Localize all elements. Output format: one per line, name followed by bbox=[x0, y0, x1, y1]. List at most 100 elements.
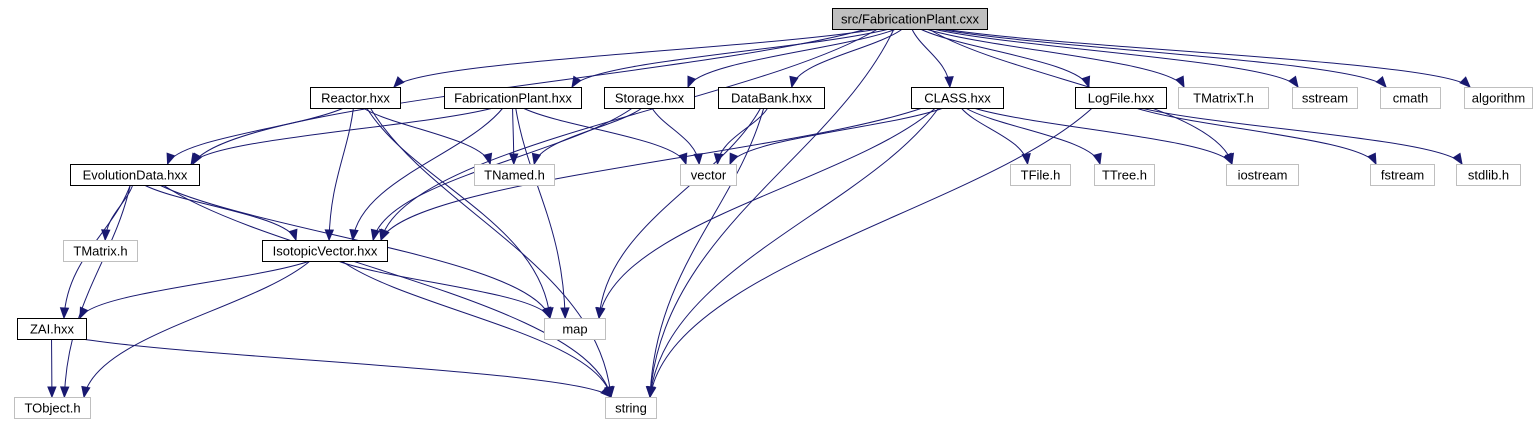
node-isovec[interactable]: IsotopicVector.hxx bbox=[262, 240, 388, 262]
node-box-isovec bbox=[262, 240, 388, 262]
arrowhead-logfile-to-string bbox=[647, 385, 657, 399]
node-box-iostream bbox=[1226, 164, 1299, 186]
edge-class-to-iostream bbox=[973, 107, 1233, 165]
node-tfile: TFile.h bbox=[1010, 164, 1071, 186]
node-label-evol: EvolutionData.hxx bbox=[83, 168, 188, 183]
edge-evol-to-isovec bbox=[143, 184, 297, 241]
node-label-fabplant: FabricationPlant.hxx bbox=[454, 91, 572, 106]
node-label-reactor: Reactor.hxx bbox=[321, 91, 390, 106]
node-box-tfile bbox=[1010, 164, 1071, 186]
edge-fabplant-to-map bbox=[515, 107, 566, 319]
node-box-evol bbox=[70, 164, 200, 186]
arrowhead-reactor-to-isovec bbox=[324, 229, 335, 242]
arrowhead-class-to-tfile bbox=[1021, 152, 1031, 166]
node-reactor[interactable]: Reactor.hxx bbox=[310, 87, 401, 109]
node-label-string: string bbox=[615, 401, 647, 416]
node-iostream: iostream bbox=[1226, 164, 1299, 186]
edge-root-to-sstream bbox=[932, 28, 1299, 88]
node-sstream: sstream bbox=[1292, 87, 1358, 109]
node-label-map: map bbox=[562, 322, 587, 337]
node-fabplant[interactable]: FabricationPlant.hxx bbox=[444, 87, 582, 109]
node-vector: vector bbox=[680, 164, 737, 186]
arrowhead-zai-to-string bbox=[600, 386, 612, 398]
arrowhead-evol-to-isovec bbox=[288, 228, 298, 242]
edge-zai-to-string bbox=[81, 338, 612, 398]
node-label-class: CLASS.hxx bbox=[924, 91, 991, 106]
node-label-zai: ZAI.hxx bbox=[30, 322, 75, 337]
edge-root-to-tmatrixt bbox=[925, 28, 1185, 88]
node-label-logfile: LogFile.hxx bbox=[1088, 91, 1155, 106]
node-box-tmatrix bbox=[63, 240, 138, 262]
arrowhead-fabplant-to-vector bbox=[678, 152, 688, 166]
node-tnamed: TNamed.h bbox=[474, 164, 555, 186]
edge-isovec-to-string bbox=[341, 260, 612, 398]
node-evol[interactable]: EvolutionData.hxx bbox=[70, 164, 200, 186]
node-label-algorithm: algorithm bbox=[1472, 91, 1525, 106]
edge-fabplant-to-vector bbox=[522, 107, 687, 165]
node-label-isovec: IsotopicVector.hxx bbox=[273, 244, 378, 259]
node-label-iostream: iostream bbox=[1238, 168, 1288, 183]
arrowhead-root-to-logfile bbox=[1081, 75, 1091, 89]
node-string: string bbox=[605, 397, 657, 419]
arrowhead-root-to-cmath bbox=[1375, 75, 1387, 89]
arrowhead-root-to-algorithm bbox=[1459, 76, 1471, 88]
node-cmath: cmath bbox=[1380, 87, 1441, 109]
node-box-tobject bbox=[14, 397, 91, 419]
node-ttree: TTree.h bbox=[1094, 164, 1155, 186]
node-label-storage: Storage.hxx bbox=[615, 91, 685, 106]
node-box-root bbox=[832, 8, 988, 30]
node-label-stdlib: stdlib.h bbox=[1468, 168, 1509, 183]
edge-evol-to-string bbox=[162, 184, 612, 398]
arrowhead-class-to-isovec bbox=[380, 228, 390, 242]
edge-isovec-to-zai bbox=[79, 260, 310, 319]
node-zai[interactable]: ZAI.hxx bbox=[17, 318, 87, 340]
arrowhead-root-to-class bbox=[944, 76, 954, 89]
arrowhead-class-to-map bbox=[596, 306, 606, 320]
node-databank[interactable]: DataBank.hxx bbox=[718, 87, 825, 109]
node-label-tmatrixt: TMatrixT.h bbox=[1193, 91, 1254, 106]
arrowhead-reactor-to-evol bbox=[166, 152, 176, 166]
node-box-sstream bbox=[1292, 87, 1358, 109]
node-label-tobject: TObject.h bbox=[24, 401, 80, 416]
arrowhead-class-to-vector bbox=[729, 152, 739, 166]
node-fstream: fstream bbox=[1370, 164, 1435, 186]
edge-fabplant-to-isovec bbox=[352, 107, 504, 241]
node-box-class bbox=[911, 87, 1004, 109]
node-tmatrixt: TMatrixT.h bbox=[1178, 87, 1269, 109]
edge-root-to-string bbox=[649, 28, 895, 398]
node-box-tmatrixt bbox=[1178, 87, 1269, 109]
edge-class-to-string bbox=[649, 107, 939, 398]
node-box-vector bbox=[680, 164, 737, 186]
node-storage[interactable]: Storage.hxx bbox=[604, 87, 695, 109]
arrowhead-storage-to-isovec bbox=[370, 228, 381, 242]
node-label-databank: DataBank.hxx bbox=[731, 91, 812, 106]
arrowhead-class-to-ttree bbox=[1092, 152, 1102, 166]
node-label-cmath: cmath bbox=[1393, 91, 1428, 106]
edge-root-to-isovec bbox=[380, 28, 879, 241]
node-box-cmath bbox=[1380, 87, 1441, 109]
arrowhead-evol-to-zai bbox=[59, 307, 70, 320]
edge-reactor-to-string bbox=[369, 107, 612, 398]
edge-root-to-logfile bbox=[920, 28, 1090, 88]
arrowhead-evol-to-tmatrix bbox=[101, 229, 111, 242]
edge-class-to-tfile bbox=[960, 107, 1029, 165]
node-box-map bbox=[544, 318, 606, 340]
edge-reactor-to-map bbox=[366, 107, 551, 319]
arrowhead-reactor-to-tnamed bbox=[482, 152, 493, 166]
node-map: map bbox=[544, 318, 606, 340]
edge-logfile-to-stdlib bbox=[1140, 107, 1463, 165]
node-box-databank bbox=[718, 87, 825, 109]
node-box-reactor bbox=[310, 87, 401, 109]
node-root: src/FabricationPlant.cxx bbox=[832, 8, 988, 30]
arrowhead-isovec-to-zai bbox=[79, 306, 89, 320]
node-class[interactable]: CLASS.hxx bbox=[911, 87, 1004, 109]
edge-fabplant-to-evol bbox=[190, 107, 494, 165]
edge-reactor-to-evol bbox=[167, 107, 344, 165]
node-logfile[interactable]: LogFile.hxx bbox=[1075, 87, 1167, 109]
arrowhead-zai-to-tobject bbox=[47, 386, 57, 399]
arrowhead-root-to-storage bbox=[687, 75, 697, 89]
edge-databank-to-string bbox=[649, 107, 765, 398]
arrowhead-class-to-iostream bbox=[1222, 152, 1233, 166]
node-label-vector: vector bbox=[691, 168, 727, 183]
